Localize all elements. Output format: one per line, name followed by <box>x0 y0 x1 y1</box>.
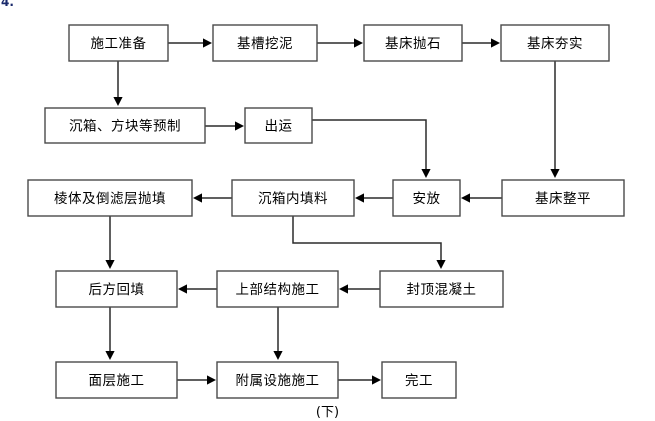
arrowhead-icon <box>105 260 115 269</box>
node-box <box>379 270 504 308</box>
node-box <box>44 107 206 144</box>
flow-edge-n10-to-n13 <box>105 216 115 269</box>
arrowhead-icon <box>491 38 500 48</box>
node-box <box>55 361 178 399</box>
node-label: 基床整平 <box>535 190 591 207</box>
process-node-n3[interactable]: 基床抛石 <box>363 24 463 62</box>
arrowhead-icon <box>354 38 363 48</box>
flow-edge-n12-to-n15 <box>273 307 283 360</box>
edge-line <box>312 119 427 172</box>
node-box <box>244 107 313 144</box>
flow-edge-n7-to-n8 <box>461 193 502 203</box>
arrowhead-icon <box>178 284 187 294</box>
node-box <box>381 361 457 399</box>
arrowhead-icon <box>207 375 216 385</box>
arrowhead-icon <box>113 97 123 106</box>
node-label: 附属设施施工 <box>236 373 320 389</box>
flow-edge-n6-to-n8 <box>312 119 431 178</box>
node-box <box>212 24 318 62</box>
process-node-n16[interactable]: 完工 <box>381 361 457 399</box>
node-box <box>392 179 461 217</box>
process-node-n8[interactable]: 安放 <box>392 179 461 217</box>
arrowhead-icon <box>203 38 212 48</box>
edge-layer <box>105 38 560 385</box>
flow-edge-n1-to-n2 <box>168 38 212 48</box>
node-label: 基床抛石 <box>385 35 441 52</box>
flow-edge-n9-to-n10 <box>193 193 232 203</box>
process-node-n2[interactable]: 基槽挖泥 <box>212 24 318 62</box>
arrowhead-icon <box>105 351 115 360</box>
process-node-n5[interactable]: 沉箱、方块等预制 <box>44 107 206 144</box>
flow-edge-n3-to-n4 <box>462 38 500 48</box>
flow-edge-n5-to-n6 <box>205 121 244 131</box>
process-node-n12[interactable]: 上部结构施工 <box>216 270 339 308</box>
node-box <box>501 179 625 217</box>
node-box <box>55 270 178 308</box>
process-node-n10[interactable]: 棱体及倒滤层抛填 <box>27 179 193 217</box>
node-label: 完工 <box>405 373 433 389</box>
node-label: 沉箱、方块等预制 <box>69 118 181 135</box>
figure-caption: (下) <box>315 405 340 420</box>
flow-edge-n15-to-n16 <box>338 375 381 385</box>
flow-edge-n14-to-n15 <box>177 375 216 385</box>
node-label: 施工准备 <box>91 35 147 52</box>
process-node-n11[interactable]: 封顶混凝土 <box>379 270 504 308</box>
process-node-n9[interactable]: 沉箱内填料 <box>231 179 355 217</box>
flow-edge-n12-to-n13 <box>178 284 217 294</box>
node-label: 基槽挖泥 <box>237 35 293 52</box>
arrowhead-icon <box>339 284 348 294</box>
arrowhead-icon <box>372 375 381 385</box>
arrowhead-icon <box>193 193 202 203</box>
node-label: 封顶混凝土 <box>407 282 477 298</box>
arrowhead-icon <box>355 193 364 203</box>
arrowhead-icon <box>235 121 244 131</box>
flow-edge-n11-to-n12 <box>339 284 380 294</box>
node-box <box>231 179 355 217</box>
node-label: 面层施工 <box>89 373 145 389</box>
arrowhead-icon <box>550 169 560 178</box>
node-box <box>27 179 193 217</box>
node-label: 棱体及倒滤层抛填 <box>54 191 166 207</box>
flow-edge-n2-to-n3 <box>317 38 363 48</box>
process-node-n13[interactable]: 后方回填 <box>55 270 178 308</box>
process-node-n15[interactable]: 附属设施施工 <box>216 361 339 399</box>
node-box <box>68 24 169 62</box>
edge-line <box>292 216 442 263</box>
process-node-n14[interactable]: 面层施工 <box>55 361 178 399</box>
corner-section-marker: 4. <box>1 0 14 8</box>
node-label: 安放 <box>413 191 441 207</box>
process-node-n4[interactable]: 基床夯实 <box>500 24 610 62</box>
flow-edge-n9-to-n11 <box>292 216 446 269</box>
flow-edge-n1-to-n5 <box>113 61 123 106</box>
arrowhead-icon <box>273 351 283 360</box>
node-label: 后方回填 <box>89 282 145 298</box>
process-node-n1[interactable]: 施工准备 <box>68 24 169 62</box>
arrowhead-icon <box>421 169 431 178</box>
flow-edge-n13-to-n14 <box>105 307 115 360</box>
process-node-n6[interactable]: 出运 <box>244 107 313 144</box>
node-label: 基床夯实 <box>527 35 583 52</box>
flow-edge-n4-to-n7 <box>550 61 560 178</box>
arrowhead-icon <box>461 193 470 203</box>
node-box <box>216 361 339 399</box>
flow-edge-n8-to-n9 <box>355 193 393 203</box>
node-label: 上部结构施工 <box>236 282 320 298</box>
process-node-n7[interactable]: 基床整平 <box>501 179 625 217</box>
node-label: 沉箱内填料 <box>258 191 328 207</box>
arrowhead-icon <box>436 260 446 269</box>
node-box <box>216 270 339 308</box>
node-box <box>500 24 610 62</box>
node-box <box>363 24 463 62</box>
node-label: 出运 <box>265 119 293 135</box>
